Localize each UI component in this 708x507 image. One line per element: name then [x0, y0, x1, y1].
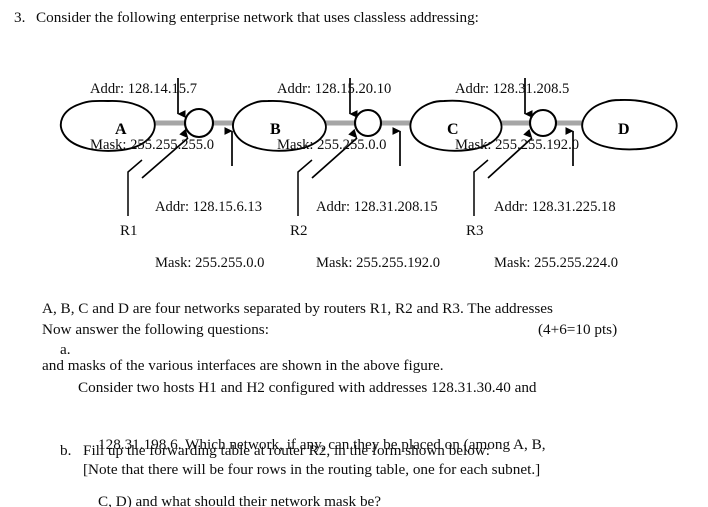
interface-addr: Addr: 128.31.225.18 [494, 199, 616, 215]
cloud-label-a: A [115, 121, 127, 138]
arrow-diag-r1 [141, 128, 189, 179]
cloud-c [409, 99, 503, 152]
interface-label-bottom-0: Addr: 128.15.6.13 Mask: 255.255.0.0 [155, 161, 264, 309]
arrow-diag-r2 [311, 128, 358, 179]
router-label-r2: R2 [290, 223, 308, 239]
interface-mask: Mask: 255.255.0.0 [155, 254, 265, 271]
interface-addr: Addr: 128.14.15.7 [90, 81, 198, 97]
description-line-2: and masks of the various interfaces are … [42, 357, 444, 374]
leader-r1 [127, 159, 143, 216]
interface-label-top-1: Addr: 128.15.20.10 Mask: 255.255.0.0 [277, 43, 391, 191]
interface-label-top-2: Addr: 128.31.208.5 Mask: 255.255.192.0 [455, 43, 579, 191]
interface-addr: Addr: 128.31.208.15 [316, 199, 438, 215]
part-a-letter: a. [60, 341, 71, 358]
interface-label-bottom-2: Addr: 128.31.225.18 Mask: 255.255.224.0 [494, 161, 618, 309]
question-number: 3. [14, 9, 26, 26]
router-label-r3: R3 [466, 223, 484, 239]
arrow-diag-r3 [487, 128, 533, 179]
interface-mask: Mask: 255.255.192.0 [316, 254, 441, 271]
part-b-text: Fill up the forwarding table at router R… [83, 442, 491, 459]
router-circle-r3 [528, 108, 558, 138]
cloud-d [581, 99, 678, 151]
network-diagram: A B C D Addr: 128.14.15.7 Mask: 255.255.… [60, 43, 678, 271]
router-circle-r2 [353, 108, 383, 138]
leader-r2 [297, 159, 313, 216]
points-label: (4+6=10 pts) [538, 321, 618, 338]
network-diagram-svg [60, 78, 678, 216]
cloud-label-c: C [447, 121, 459, 138]
router-circle-r1 [183, 107, 215, 139]
interface-addr: Addr: 128.31.208.5 [455, 81, 570, 97]
interface-addr: Addr: 128.15.6.13 [155, 199, 263, 215]
interface-label-top-0: Addr: 128.14.15.7 Mask: 255.255.255.0 [90, 43, 214, 191]
interface-label-bottom-1: Addr: 128.31.208.15 Mask: 255.255.192.0 [316, 161, 440, 309]
leader-r3 [473, 159, 489, 216]
part-b-note: [Note that there will be four rows in th… [83, 461, 541, 478]
part-a-line-3: C, D) and what should their network mask… [98, 493, 382, 507]
cloud-b [232, 100, 327, 152]
answer-prompt: Now answer the following questions: [42, 321, 269, 338]
interface-mask: Mask: 255.255.0.0 [277, 136, 387, 153]
part-a-line-2: 128.31.198.6. Which network, if any, can… [98, 436, 546, 453]
interface-mask: Mask: 255.255.192.0 [455, 136, 580, 153]
part-b-letter: b. [60, 442, 72, 459]
cloud-label-d: D [618, 121, 630, 138]
part-a-text: Consider two hosts H1 and H2 configured … [78, 340, 546, 507]
interface-mask: Mask: 255.255.255.0 [90, 136, 215, 153]
interface-mask: Mask: 255.255.224.0 [494, 254, 619, 271]
cloud-a [60, 99, 156, 152]
cloud-label-b: B [270, 121, 281, 138]
router-label-r1: R1 [120, 223, 138, 239]
description-line-1: A, B, C and D are four networks separate… [42, 300, 553, 317]
interface-addr: Addr: 128.15.20.10 [277, 81, 392, 97]
description-paragraph: A, B, C and D are four networks separate… [42, 261, 553, 413]
part-a-line-1: Consider two hosts H1 and H2 configured … [78, 379, 537, 396]
question-stem: Consider the following enterprise networ… [36, 9, 479, 26]
